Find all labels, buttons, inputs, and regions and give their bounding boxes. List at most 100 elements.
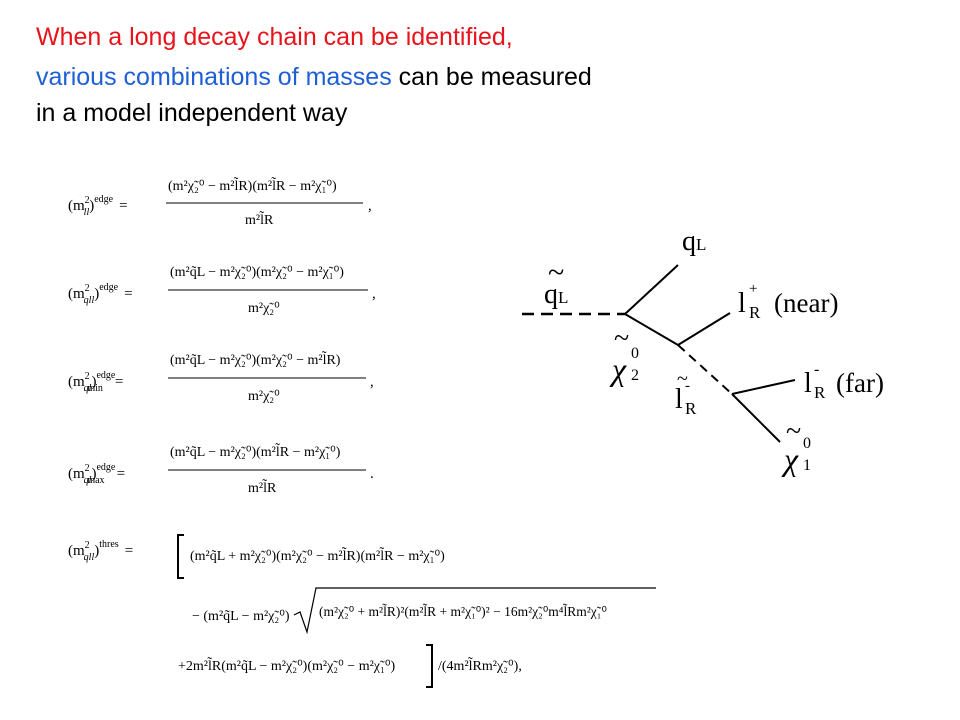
eq1-end: , [368,198,372,214]
eq1-lhs-label: edge [94,194,113,205]
eq4-end: . [370,466,374,482]
svg-text:~: ~ [786,416,801,447]
threshold-line-3-suffix: /(4m²l̃Rm²χ̃₂⁰), [438,657,522,674]
near-lepton-symbol: l [738,288,746,319]
neutralino1-label: ~ χ 0 1 [781,416,811,477]
near-lepton-tag: (near) [774,288,838,318]
threshold-left-bracket [177,534,184,579]
neutralino1-line [731,393,781,443]
far-lepton-line [731,379,796,395]
quark-symbol: q [682,226,696,257]
eq1-lhs-tail: ) [89,198,94,214]
quark-sub: L [696,235,706,254]
near-lepton-line [677,312,731,346]
threshold-line-1: (m²q̃L + m²χ̃₂⁰)(m²χ̃₂⁰ − m²l̃R)(m²l̃R −… [190,547,445,564]
eq3-lhs-label-low: min [87,383,103,394]
eq3-lhs-base: (m [68,374,85,390]
svg-text:~: ~ [548,256,564,289]
squark-symbol: q [544,279,558,310]
slepton-line [677,344,733,395]
headline-line-1: When a long decay chain can be identifie… [36,22,513,52]
neutralino2-line [624,313,679,346]
decay-chain-svg: ~ qL qL l + R (near) ~ χ 0 2 ~ l - [522,226,884,477]
near-lepton-label: l + R (near) [738,281,838,322]
eq2-lhs-label: edge [99,282,118,293]
eq4-lhs-base: (m [68,466,85,482]
eq3-lhs-label: edge [96,370,115,381]
eq4-lhs-sub: ql [84,475,92,486]
eq4-lhs-label-low: max [87,475,104,486]
eq5-lhs-label: thres [99,539,119,550]
eq3-end: , [370,374,374,390]
threshold-line-2-prefix: − (m²q̃L − m²χ̃₂⁰) [192,609,290,624]
eq2-end: , [372,286,376,302]
eq2-denominator: m²χ̃₂⁰ [248,301,280,316]
decay-chain-diagram: ~ qL qL l + R (near) ~ χ 0 2 ~ l - [490,210,940,490]
svg-text:~: ~ [677,368,688,390]
svg-text:l: l [738,288,746,319]
neutralino2-symbol: χ [609,351,627,387]
eq4-lhs-sup: 2 [85,463,90,474]
eq1-numerator: (m²χ̃₂⁰ − m²l̃R)(m²l̃R − m²χ̃₁⁰) [168,177,337,194]
far-lepton-symbol: l [804,368,812,399]
neutralino1-sup: 0 [803,435,811,452]
far-lepton-tag: (far) [836,368,884,398]
eq4-lhs-tail: ) [91,466,96,482]
eq3-denominator: m²χ̃₂⁰ [248,389,280,404]
neutralino2-label: ~ χ 0 2 [609,323,639,387]
headline-line-3-text: in a model independent way [36,99,348,127]
headline-black-text: can be measured [391,63,592,91]
far-lepton-label: l - R (far) [804,361,884,402]
threshold-right-bracket [426,644,433,688]
slepton-symbol: l [675,384,683,415]
eq3-lhs-tail: ) [91,374,96,390]
slepton-sup: - [685,378,690,394]
eq4-numerator: (m²q̃L − m²χ̃₂⁰)(m²l̃R − m²χ̃₁⁰) [170,443,341,460]
headline-line-3: in a model independent way [36,98,347,128]
eq2-lhs-base: (m [68,286,85,302]
threshold-radicand: (m²χ̃₂⁰ + m²l̃R)²(m²l̃R + m²χ̃₁⁰)² − 16m… [319,604,607,619]
slepton-sub: R [685,399,697,418]
squark-label: ~ qL [544,256,568,310]
svg-text:~: ~ [614,323,629,354]
eq3-lhs-sub: ql [84,383,92,394]
eq2-lhs-tail: ) [94,286,99,302]
svg-text:qL: qL [544,279,568,310]
eq3-numerator: (m²q̃L − m²χ̃₂⁰)(m²χ̃₂⁰ − m²l̃R) [170,351,341,368]
eq1-lhs-sup: 2 [85,195,90,206]
eq1-denominator: m²l̃R [245,211,274,228]
sqrt-sign [293,587,656,635]
far-lepton-sub: R [814,383,826,402]
near-lepton-sub: R [749,303,761,322]
eq5-lhs-tail: ) [94,543,99,559]
eq2-numerator: (m²q̃L − m²χ̃₂⁰)(m²χ̃₂⁰ − m²χ̃₁⁰) [170,265,344,280]
eq4-denominator: m²l̃R [248,479,277,496]
eq2-lhs-sup: 2 [85,283,90,294]
quark-line [624,264,679,315]
eq5-lhs-sub: qll [84,552,95,563]
eq3-lhs-sup: 2 [85,371,90,382]
near-lepton-sup: + [749,281,757,297]
squark-sub: L [558,288,568,307]
eq5-lhs-sup: 2 [85,540,90,551]
eq5-lhs-base: (m [68,543,85,559]
headline-line-2: various combinations of masses can be me… [36,62,592,92]
headline-red-text: When a long decay chain can be identifie… [36,23,513,51]
eq2-lhs-sub: qll [84,295,95,306]
quark-label: qL [682,226,706,257]
neutralino1-symbol: χ [781,441,799,477]
far-lepton-sup: - [814,361,819,378]
neutralino2-sup: 0 [631,345,639,362]
